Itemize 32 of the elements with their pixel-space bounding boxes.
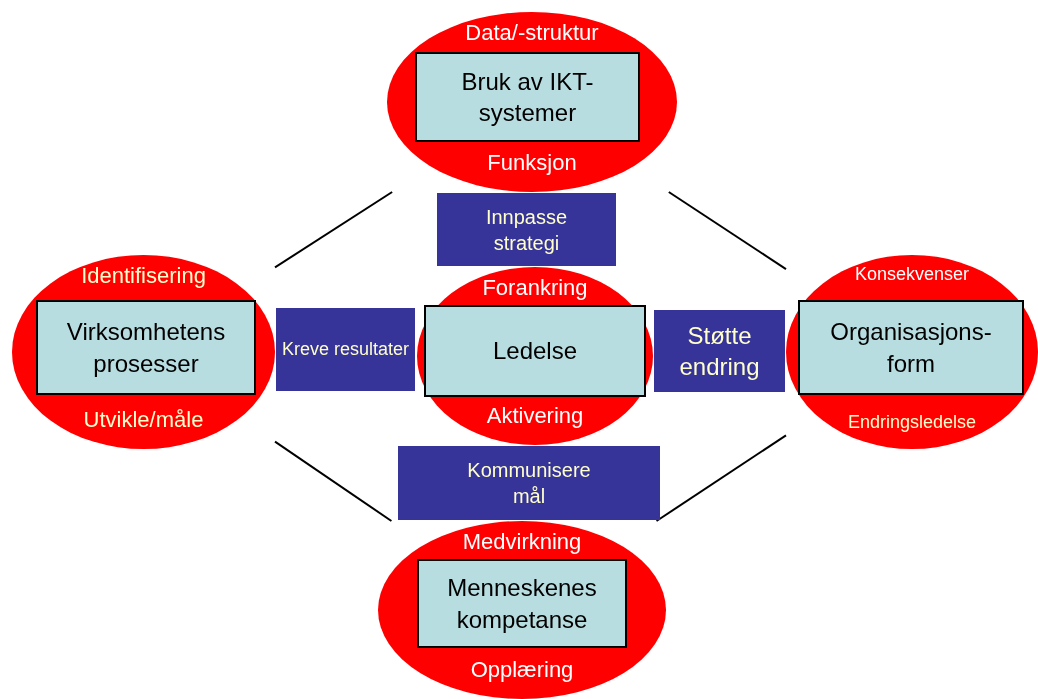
ellipse-label: Opplæring <box>470 659 574 681</box>
ellipse-label: Data/-struktur <box>465 22 599 44</box>
action-box <box>398 446 660 520</box>
ellipse-label: Funksjon <box>487 152 577 174</box>
ellipse-label: Forankring <box>482 277 588 299</box>
box-text: Ledelse <box>492 336 578 367</box>
box-text: Innpasse strategi <box>484 204 569 256</box>
connector-line <box>274 440 393 522</box>
action-box <box>437 193 616 266</box>
ellipse-label: Aktivering <box>486 405 584 427</box>
action-box <box>654 310 785 392</box>
box-text: Organisasjons-form <box>829 317 993 379</box>
action-box <box>276 308 415 391</box>
connector-line <box>274 191 394 269</box>
box-text: Støtte endring <box>678 320 761 382</box>
ellipse-label: Konsekvenser <box>854 265 970 283</box>
process-box <box>36 300 256 395</box>
box-text: Kommunisere mål <box>467 458 591 509</box>
connector-line <box>667 191 787 271</box>
ellipse-label: Utvikle/måle <box>83 409 204 431</box>
box-text: Menneskenes kompetanse <box>446 573 598 635</box>
box-text: Virksomhetens prosesser <box>65 317 227 379</box>
ellipse-label: Medvirkning <box>462 531 582 553</box>
process-box <box>798 300 1024 395</box>
process-box <box>417 559 627 648</box>
ellipse-label: Identifisering <box>81 265 206 287</box>
process-box <box>424 305 646 397</box>
process-box <box>415 52 640 142</box>
box-text: Kreve resultater <box>281 337 410 361</box>
box-text: Bruk av IKT-systemer <box>460 66 595 128</box>
ellipse-label: Endringsledelse <box>847 413 977 431</box>
connector-line <box>655 434 787 522</box>
